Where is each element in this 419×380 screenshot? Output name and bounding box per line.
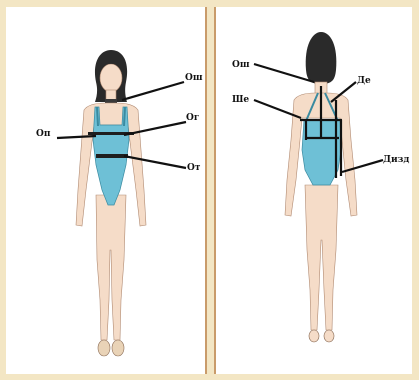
back-length-label: Де xyxy=(357,76,371,86)
back-width-label: Ше xyxy=(232,95,249,105)
front-waist-label: От xyxy=(187,163,201,173)
waist-length-label: Дизд xyxy=(383,155,409,165)
front-shoulder-label: Оп xyxy=(36,129,51,139)
back-neck-label: Ош xyxy=(232,60,250,70)
front-chest-label: Ог xyxy=(186,113,199,123)
back-figure xyxy=(285,32,357,342)
front-neck-label: Ош xyxy=(185,73,203,83)
